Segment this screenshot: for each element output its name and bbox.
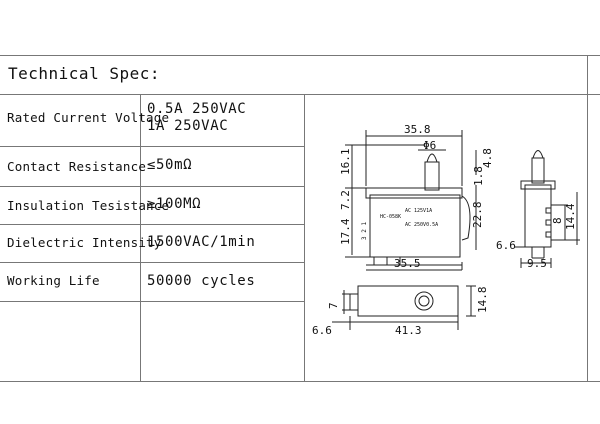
spec-label-rated-current-voltage: Rated Current Voltage (7, 110, 170, 125)
body-rating1-text: AC 125V1A (405, 208, 432, 214)
grid-line-row5 (0, 301, 304, 302)
spec-label-working-life: Working Life (7, 273, 100, 288)
spec-value-insulation-resistance: ≥100MΩ (147, 196, 202, 212)
dim-16-1: 16.1 (339, 149, 352, 176)
dim-7-2: 7.2 (339, 190, 352, 210)
spec-value-rated-line2: 1A 250VAC (147, 118, 229, 134)
dim-41-3: 41.3 (395, 324, 422, 337)
dim-14-8: 14.8 (476, 287, 489, 314)
spec-title: Technical Spec: (8, 64, 160, 83)
body-pins-text: 3 2 1 (361, 222, 368, 240)
grid-line-drawing-divider (304, 94, 305, 381)
dim-35-5: 35.5 (394, 257, 421, 270)
spec-label-insulation-resistance: Insulation Tesistance (7, 198, 170, 213)
grid-line-row4 (0, 262, 304, 263)
dim-35-8: 35.8 (404, 123, 431, 136)
grid-line-top (0, 55, 600, 56)
body-rating2-text: AC 250V0.5A (405, 222, 438, 228)
grid-line-row1 (0, 146, 304, 147)
spec-label-dielectric-intensity: Dielectric Intensity (7, 235, 162, 250)
dim-phi-6: Φ6 (423, 139, 436, 152)
grid-line-row2 (0, 186, 304, 187)
grid-line-title-bottom (0, 94, 600, 95)
grid-line-label-divider (140, 94, 141, 381)
grid-line-right-edge (587, 55, 588, 381)
dim-22-8: 22.8 (471, 202, 484, 229)
grid-line-row3 (0, 224, 304, 225)
spec-label-contact-resistance: Contact Resistance (7, 159, 147, 174)
dim-6-6-bottom: 6.6 (312, 324, 332, 337)
spec-value-rated-line1: 0.5A 250VAC (147, 101, 247, 117)
dim-1-8: 1.8 (472, 166, 485, 186)
dim-7: 7 (327, 302, 340, 309)
grid-line-bottom (0, 381, 600, 382)
spec-value-working-life: 50000 cycles (147, 273, 256, 289)
dim-6-6-side: 6.6 (496, 239, 516, 252)
dim-9-5: 9.5 (527, 257, 547, 270)
dim-17-4: 17.4 (339, 218, 352, 245)
dim-4-8: 4.8 (481, 148, 494, 168)
spec-value-dielectric-intensity: 1500VAC/1min (147, 234, 256, 250)
body-model-text: HC-058K (380, 214, 401, 220)
dim-14-4: 14.4 (564, 203, 577, 230)
dim-8: 8 (551, 217, 564, 224)
spec-value-contact-resistance: ≤50mΩ (147, 157, 193, 173)
